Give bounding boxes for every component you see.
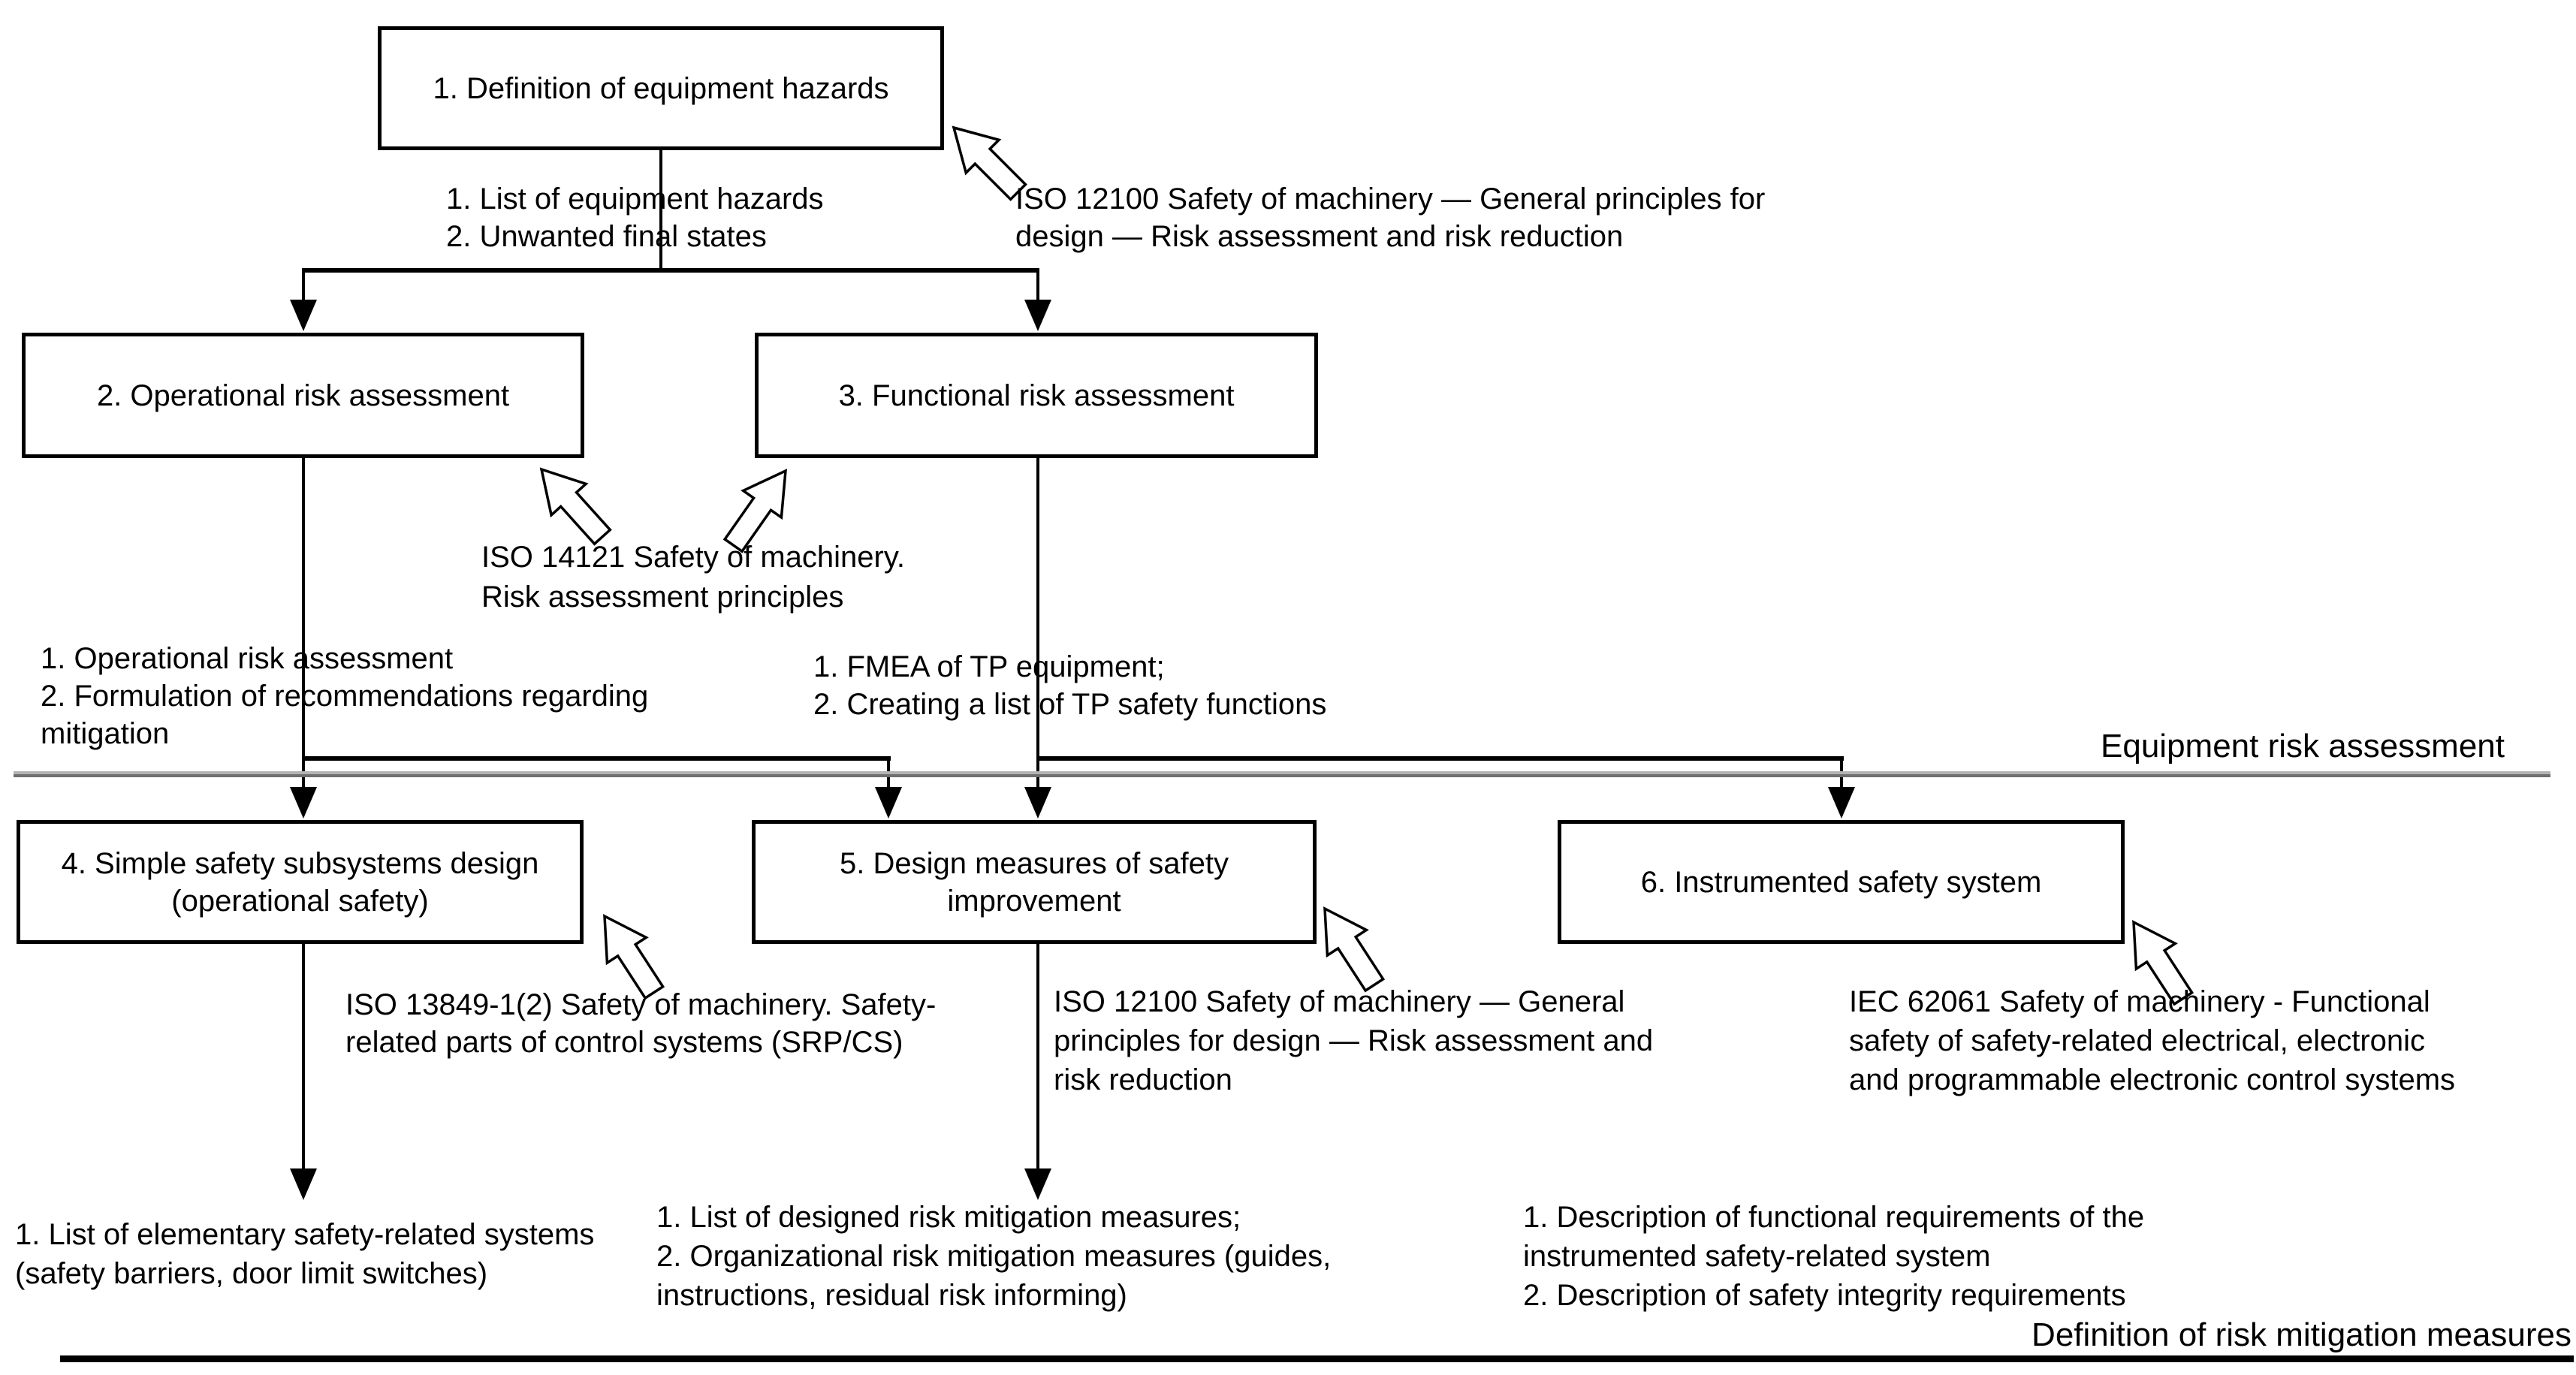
box4-outputs-list: 1. List of elementary safety-related sys… — [15, 1215, 594, 1293]
flow-box-instrumented-safety-system: 6. Instrumented safety system — [1558, 820, 2125, 944]
flow-box-functional-risk-assessment: 3. Functional risk assessment — [755, 333, 1318, 458]
box2-outputs-list: 1. Operational risk assessment 2. Formul… — [41, 640, 648, 752]
output-line: 2. Description of safety integrity requi… — [1523, 1279, 2126, 1312]
divider-equipment-light — [14, 771, 2550, 774]
divider-equipment-dark — [14, 774, 2550, 777]
box1-outputs-list: 1. List of equipment hazards 2. Unwanted… — [446, 180, 824, 255]
arrowhead-into-box3 — [1024, 300, 1051, 331]
output-line: (safety barriers, door limit switches) — [15, 1257, 488, 1290]
output-line: 1. Operational risk assessment — [41, 642, 454, 675]
output-line: 2. Organizational risk mitigation measur… — [656, 1240, 1332, 1273]
section-label-equipment-risk-assessment: Equipment risk assessment — [2101, 728, 2505, 764]
standard-line: risk reduction — [1054, 1063, 1232, 1096]
arrowhead-into-box4 — [290, 787, 317, 819]
standard-line: and programmable electronic control syst… — [1849, 1063, 2456, 1096]
box6-outputs-list: 1. Description of functional requirement… — [1523, 1198, 2144, 1315]
section-label-definition-of-risk-mitigation: Definition of risk mitigation measures — [2032, 1316, 2571, 1353]
standard-annotation-iso14121: ISO 14121 Safety of machinery. Risk asse… — [481, 538, 905, 617]
standard-line: Risk assessment principles — [481, 580, 844, 614]
flow-box-4-label-line1: 4. Simple safety subsystems design — [61, 846, 539, 880]
output-line: instrumented safety-related system — [1523, 1240, 1991, 1273]
standard-line: principles for design — Risk assessment … — [1054, 1024, 1654, 1057]
arrowhead-into-box5-right — [1024, 787, 1051, 819]
standard-line: design — Risk assessment and risk reduct… — [1015, 220, 1624, 253]
flow-box-3-label: 3. Functional risk assessment — [838, 378, 1235, 412]
flow-box-6-label: 6. Instrumented safety system — [1640, 865, 2042, 899]
standard-line: ISO 12100 Safety of machinery — General — [1054, 985, 1625, 1018]
arrowhead-into-box2 — [290, 300, 317, 331]
flow-box-5-label-line1: 5. Design measures of safety — [839, 846, 1229, 880]
output-line: 2. Creating a list of TP safety function… — [813, 688, 1327, 721]
standard-line: safety of safety-related electrical, ele… — [1849, 1024, 2426, 1057]
output-line: 1. List of designed risk mitigation meas… — [656, 1201, 1241, 1234]
flow-box-2-label: 2. Operational risk assessment — [96, 378, 510, 412]
flow-box-4-label-line2: (operational safety) — [171, 884, 429, 918]
output-line: 1. FMEA of TP equipment; — [813, 650, 1165, 683]
output-line: mitigation — [41, 717, 170, 750]
standard-line: IEC 62061 Safety of machinery - Function… — [1849, 985, 2430, 1018]
flow-box-5-label-line2: improvement — [947, 884, 1121, 918]
output-line: 2. Formulation of recommendations regard… — [41, 680, 649, 713]
divider-bottom-rule — [60, 1355, 2574, 1362]
output-line: instructions, residual risk informing) — [656, 1279, 1127, 1312]
output-line: 1. List of elementary safety-related sys… — [15, 1218, 595, 1251]
standard-line: ISO 13849-1(2) Safety of machinery. Safe… — [345, 988, 937, 1021]
arrowhead-box4-output — [290, 1168, 317, 1200]
arrowhead-into-box6 — [1828, 787, 1855, 819]
standard-annotation-iso13849: ISO 13849-1(2) Safety of machinery. Safe… — [345, 986, 936, 1061]
output-line: 1. List of equipment hazards — [446, 182, 824, 216]
standard-line: related parts of control systems (SRP/CS… — [345, 1026, 903, 1059]
standard-annotation-iso12100-top: ISO 12100 Safety of machinery — General … — [1015, 180, 1765, 255]
standard-annotation-iec62061: IEC 62061 Safety of machinery - Function… — [1849, 982, 2455, 1099]
standard-line: ISO 14121 Safety of machinery. — [481, 541, 906, 574]
box3-outputs-list: 1. FMEA of TP equipment; 2. Creating a l… — [813, 648, 1326, 723]
standard-line: ISO 12100 Safety of machinery — General … — [1015, 182, 1766, 216]
flow-box-simple-safety-subsystems-design: 4. Simple safety subsystems design (oper… — [17, 820, 584, 944]
flow-box-design-measures-of-safety-improvement: 5. Design measures of safety improvement — [752, 820, 1317, 944]
output-line: 1. Description of functional requirement… — [1523, 1201, 2145, 1234]
flow-box-definition-of-equipment-hazards: 1. Definition of equipment hazards — [378, 26, 944, 150]
arrowhead-into-box5-left — [875, 787, 902, 819]
flow-box-1-label: 1. Definition of equipment hazards — [433, 71, 889, 105]
arrowhead-box5-output — [1024, 1168, 1051, 1200]
standard-annotation-iso12100-bottom: ISO 12100 Safety of machinery — General … — [1054, 982, 1653, 1099]
output-line: 2. Unwanted final states — [446, 220, 767, 253]
flow-box-operational-risk-assessment: 2. Operational risk assessment — [22, 333, 584, 458]
box5-outputs-list: 1. List of designed risk mitigation meas… — [656, 1198, 1331, 1315]
